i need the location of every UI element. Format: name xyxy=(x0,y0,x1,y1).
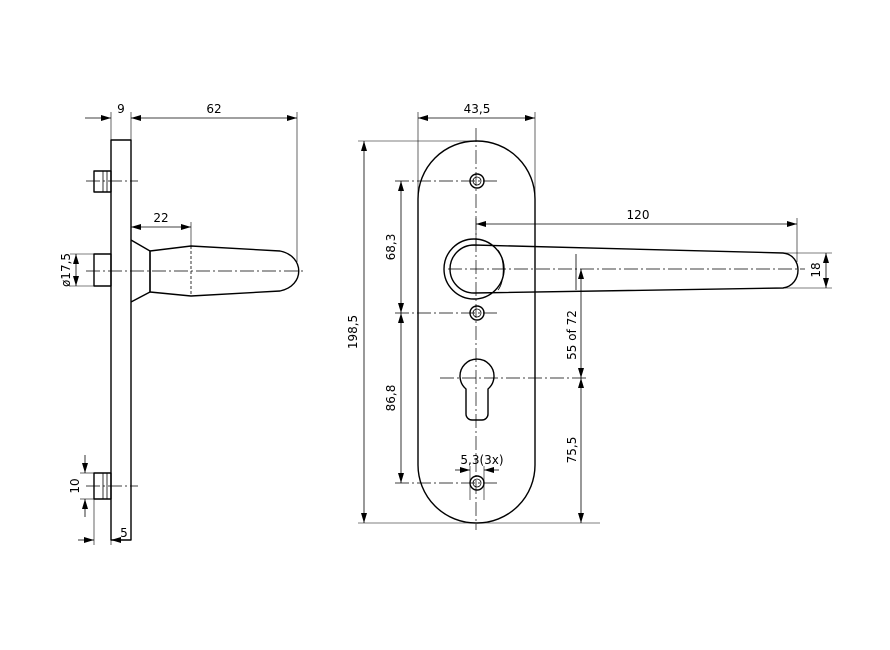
dim-neck-length: 22 xyxy=(153,211,168,225)
dim-cylinder-to-bottom: 75,5 xyxy=(565,437,579,464)
dim-plate-thickness: 9 xyxy=(117,102,125,116)
dim-lever-thickness: 18 xyxy=(809,262,823,277)
dim-plate-width: 43,5 xyxy=(464,102,491,116)
side-rose-stub xyxy=(93,253,112,287)
dim-post-width: 5 xyxy=(120,526,128,540)
dim-screw-hole-diameter: 5,3(3x) xyxy=(460,453,503,467)
side-view: 9 62 22 ø17,5 10 5 xyxy=(59,102,304,545)
side-top-post xyxy=(93,170,112,193)
front-view: 43,5 198,5 68,3 86,8 120 18 55 of 72 75,… xyxy=(346,102,832,530)
dim-post-height: 10 xyxy=(68,478,82,493)
dim-backset: 55 of 72 xyxy=(565,310,579,360)
dim-handle-projection: 62 xyxy=(206,102,221,116)
dim-lever-length: 120 xyxy=(627,208,650,222)
dim-lower-screw-spacing: 86,8 xyxy=(384,385,398,412)
dim-rose-diameter: ø17,5 xyxy=(59,253,73,287)
side-lever-body xyxy=(149,245,300,297)
dim-upper-screw-spacing: 68,3 xyxy=(384,234,398,261)
cylinder-cutout xyxy=(459,358,495,421)
side-back-plate xyxy=(110,139,132,541)
lever-handle xyxy=(449,244,799,294)
dim-plate-height: 198,5 xyxy=(346,315,360,349)
